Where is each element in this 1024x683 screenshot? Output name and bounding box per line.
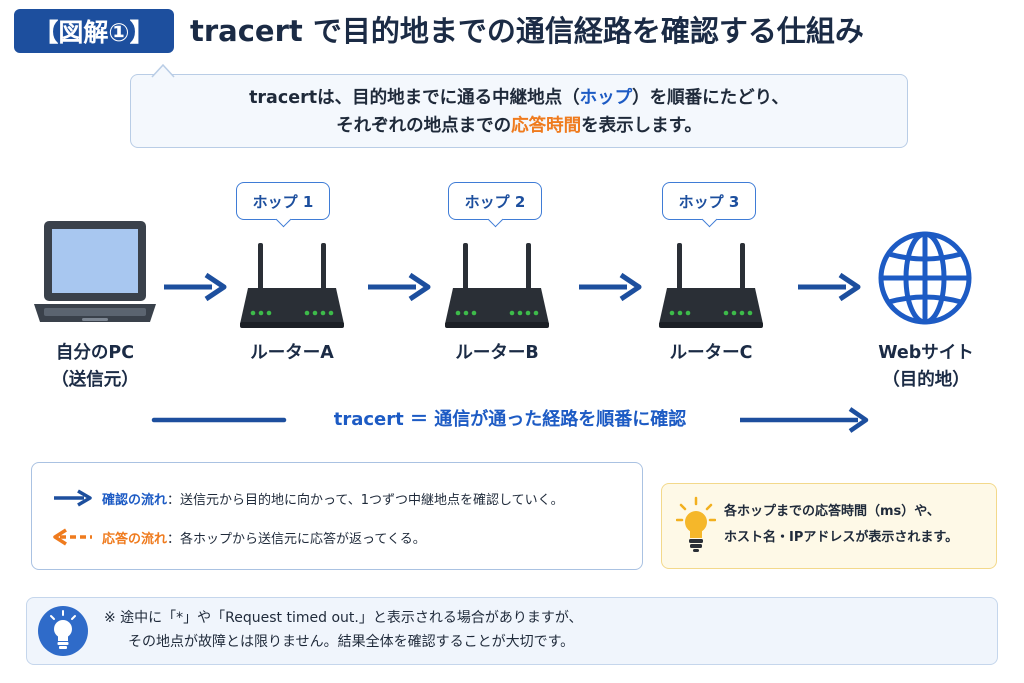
- response-flow-label: 応答の流れ: [102, 531, 168, 547]
- response-flow-text: ：各ホップから送信元に応答が返ってくる。: [167, 531, 426, 547]
- summary-text: tracert ＝ 通信が通った経路を順番に確認: [333, 409, 687, 430]
- router-c-icon: [659, 243, 763, 328]
- response-flow-arrow-icon: [53, 528, 92, 546]
- check-flow-text: ：送信元から目的地に向かって、1つずつ中継地点を確認していく。: [167, 492, 564, 508]
- arrow-router-c-to-web: [798, 272, 861, 302]
- hop-highlight: ホップ: [579, 88, 633, 108]
- note-box: [26, 597, 998, 665]
- lightbulb-icon: [676, 496, 716, 552]
- intro-callout: tracertは、目的地までに通る中継地点（ホップ）を順番にたどり、 それぞれの…: [130, 74, 908, 148]
- note-text: ※ 途中に「*」や「Request timed out.」と表示される場合があり…: [104, 610, 583, 650]
- arrow-router-a-to-b: [368, 272, 431, 302]
- tip-box: [661, 483, 997, 569]
- pc-label: 自分のPC （送信元）: [51, 343, 139, 390]
- router-a-icon: [240, 243, 344, 328]
- globe-icon: [878, 231, 972, 325]
- response-time-highlight: 応答時間: [511, 116, 582, 136]
- check-flow-label: 確認の流れ: [102, 492, 168, 508]
- response-flow-row: 応答の流れ：各ホップから送信元に応答が返ってくる。: [102, 527, 426, 547]
- laptop-icon: [34, 221, 156, 322]
- tip-text: 各ホップまでの応答時間（ms）や、 ホスト名・IPアドレスが表示されます。: [724, 504, 959, 545]
- router-b-icon: [445, 243, 549, 328]
- figure-badge: 【図解①】: [14, 9, 174, 53]
- router-c-label: ルーターC: [669, 343, 753, 363]
- check-flow-row: 確認の流れ：送信元から目的地に向かって、1つずつ中継地点を確認していく。: [102, 488, 564, 508]
- web-label: Webサイト （目的地）: [878, 343, 974, 390]
- intro-callout-tail: [151, 64, 175, 78]
- router-a-label: ルーターA: [250, 343, 334, 363]
- check-flow-arrow-icon: [54, 489, 92, 507]
- flow-legend-box: [31, 462, 643, 570]
- page-title: tracert で目的地までの通信経路を確認する仕組み: [190, 14, 864, 48]
- intro-line-1: tracertは、目的地までに通る中継地点（ホップ）を順番にたどり、: [249, 88, 789, 108]
- intro-line-2: それぞれの地点までの応答時間を表示します。: [336, 116, 702, 136]
- arrow-pc-to-router-a: [164, 272, 227, 302]
- router-b-label: ルーターB: [455, 343, 539, 363]
- arrow-router-b-to-c: [579, 272, 642, 302]
- lightbulb-badge-icon: [38, 606, 88, 656]
- summary-arrow: [151, 407, 869, 433]
